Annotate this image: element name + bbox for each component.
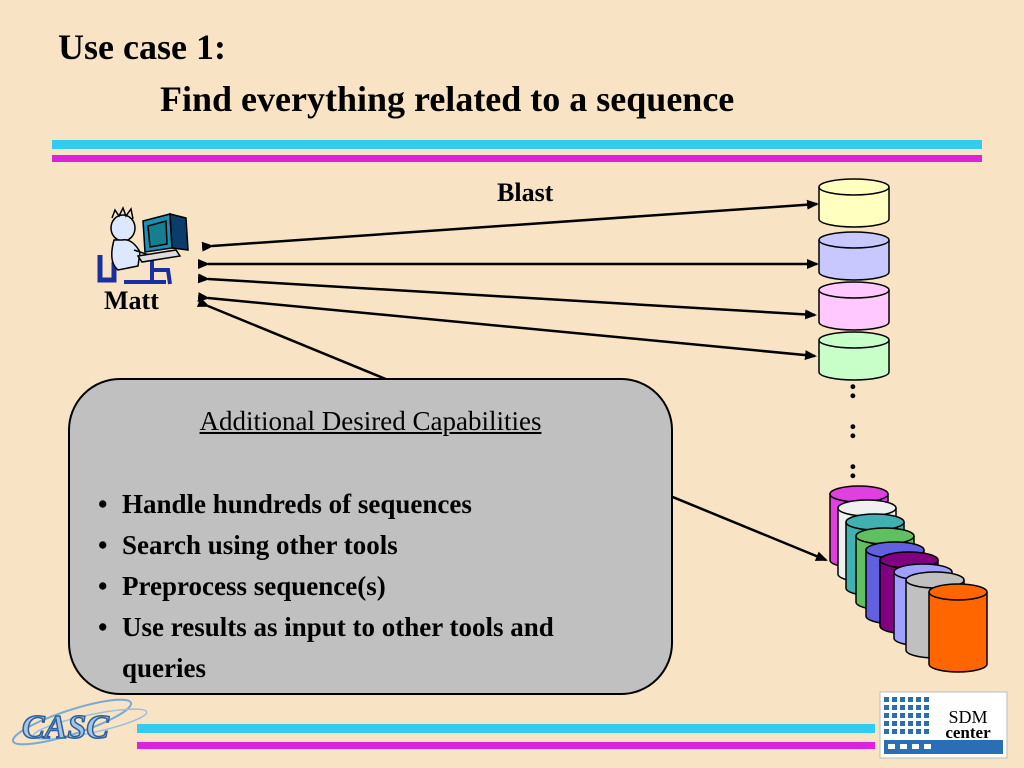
capability-item: Preprocess sequence(s) (94, 566, 632, 607)
top-magenta-bar (52, 155, 982, 162)
ellipsis-dots: : (848, 452, 858, 485)
database-cylinder-icon (818, 331, 890, 381)
capabilities-heading: Additional Desired Capabilities (199, 406, 542, 436)
arrow-to-db-4 (197, 292, 817, 361)
capabilities-box: Additional Desired Capabilities Handle h… (68, 378, 673, 695)
ellipsis-dots: : (848, 412, 858, 445)
database-cylinder-icon (818, 281, 890, 331)
sdm-center-logo: SDM center (879, 691, 1008, 759)
capability-item: Use results as input to other tools and … (94, 607, 632, 689)
casc-logo-text: CASC (22, 709, 109, 746)
database-cylinder-icon (928, 583, 988, 673)
slide-title-line2: Find everything related to a sequence (160, 79, 735, 119)
capability-item: Search using other tools (94, 525, 632, 566)
ellipsis-dots: : (848, 372, 858, 405)
user-at-computer-icon (97, 206, 189, 285)
capability-item: Handle hundreds of sequences (94, 484, 632, 525)
arrow-to-blast-db (201, 199, 819, 252)
capabilities-list: Handle hundreds of sequences Search usin… (94, 484, 632, 689)
database-column (818, 178, 890, 381)
bottom-magenta-bar (137, 742, 875, 749)
database-stack (829, 485, 988, 673)
sdm-logo-line2: center (945, 723, 991, 742)
slide-title-line1: Use case 1: (58, 27, 226, 67)
casc-logo: CASC (11, 698, 148, 747)
database-cylinder-icon (818, 231, 890, 281)
top-cyan-bar (52, 140, 982, 149)
bottom-cyan-bar (137, 724, 875, 733)
sdm-logo-line1: SDM (948, 707, 987, 727)
user-label: Matt (104, 286, 159, 315)
tool-label-blast: Blast (497, 178, 554, 207)
database-cylinder-icon (818, 178, 890, 228)
arrow-to-db-3 (197, 273, 817, 320)
